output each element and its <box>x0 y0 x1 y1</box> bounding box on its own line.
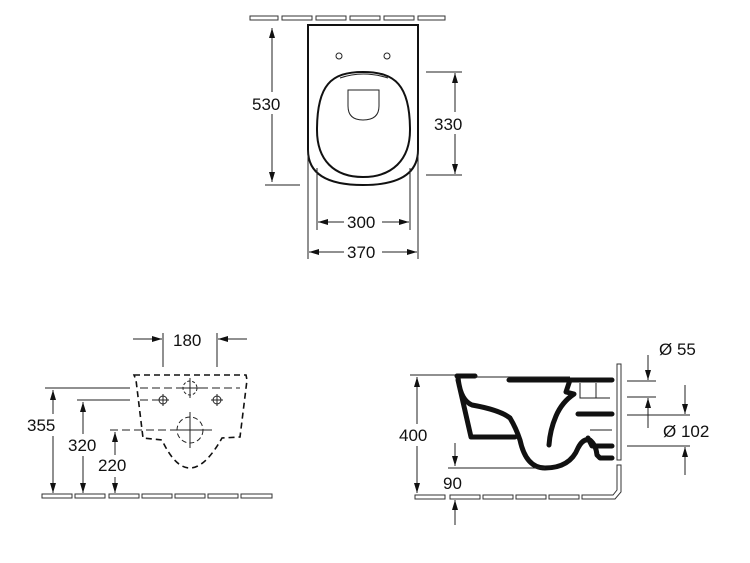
dimension-inlet: Ø 55 <box>627 340 696 428</box>
seat-width-label: 300 <box>347 213 375 232</box>
dimension-370: 370 <box>307 150 419 262</box>
dimension-400: 400 <box>398 374 455 493</box>
bowl-rear-outline <box>132 374 248 469</box>
inlet-diameter-label: Ø 55 <box>659 340 696 359</box>
bowl-opening <box>347 89 380 121</box>
floor-strip <box>414 464 622 500</box>
seat-outline <box>315 70 412 179</box>
seat-rim <box>339 73 389 79</box>
floor-strip <box>41 493 273 499</box>
dimension-180: 180 <box>133 331 247 367</box>
outlet-diameter-label: Ø 102 <box>663 422 709 441</box>
inner-lines <box>475 376 612 431</box>
height-400-label: 400 <box>399 426 427 445</box>
profile-outline <box>454 373 615 471</box>
height-220-label: 220 <box>98 456 126 475</box>
dimension-330: 330 <box>426 71 476 176</box>
wall-strip <box>616 363 622 461</box>
side-view: 400 90 Ø 55 Ø 102 <box>398 340 709 525</box>
dimension-300: 300 <box>316 168 411 232</box>
dimension-530: 530 <box>250 28 300 186</box>
height-355-label: 355 <box>27 416 55 435</box>
outlet-height-label: 90 <box>443 474 462 493</box>
height-320-label: 320 <box>68 436 96 455</box>
rear-view: 180 355 320 220 <box>26 331 273 499</box>
width-label: 370 <box>347 243 375 262</box>
bowl-outline <box>307 24 419 187</box>
dimension-outlet: Ø 102 <box>627 385 709 475</box>
fixing-hole-right <box>383 52 391 60</box>
fixing-hole-left <box>335 52 343 60</box>
wall-strip <box>249 15 446 21</box>
dimension-220: 220 <box>96 432 136 493</box>
dimension-355: 355 <box>26 387 130 493</box>
spacing-label: 180 <box>173 331 201 350</box>
dimension-320: 320 <box>66 399 130 493</box>
fixing-points <box>110 378 240 448</box>
dimension-90: 90 <box>443 443 545 525</box>
top-view: 530 330 300 370 <box>249 15 476 262</box>
depth-label: 530 <box>252 95 280 114</box>
seat-depth-label: 330 <box>434 115 462 134</box>
